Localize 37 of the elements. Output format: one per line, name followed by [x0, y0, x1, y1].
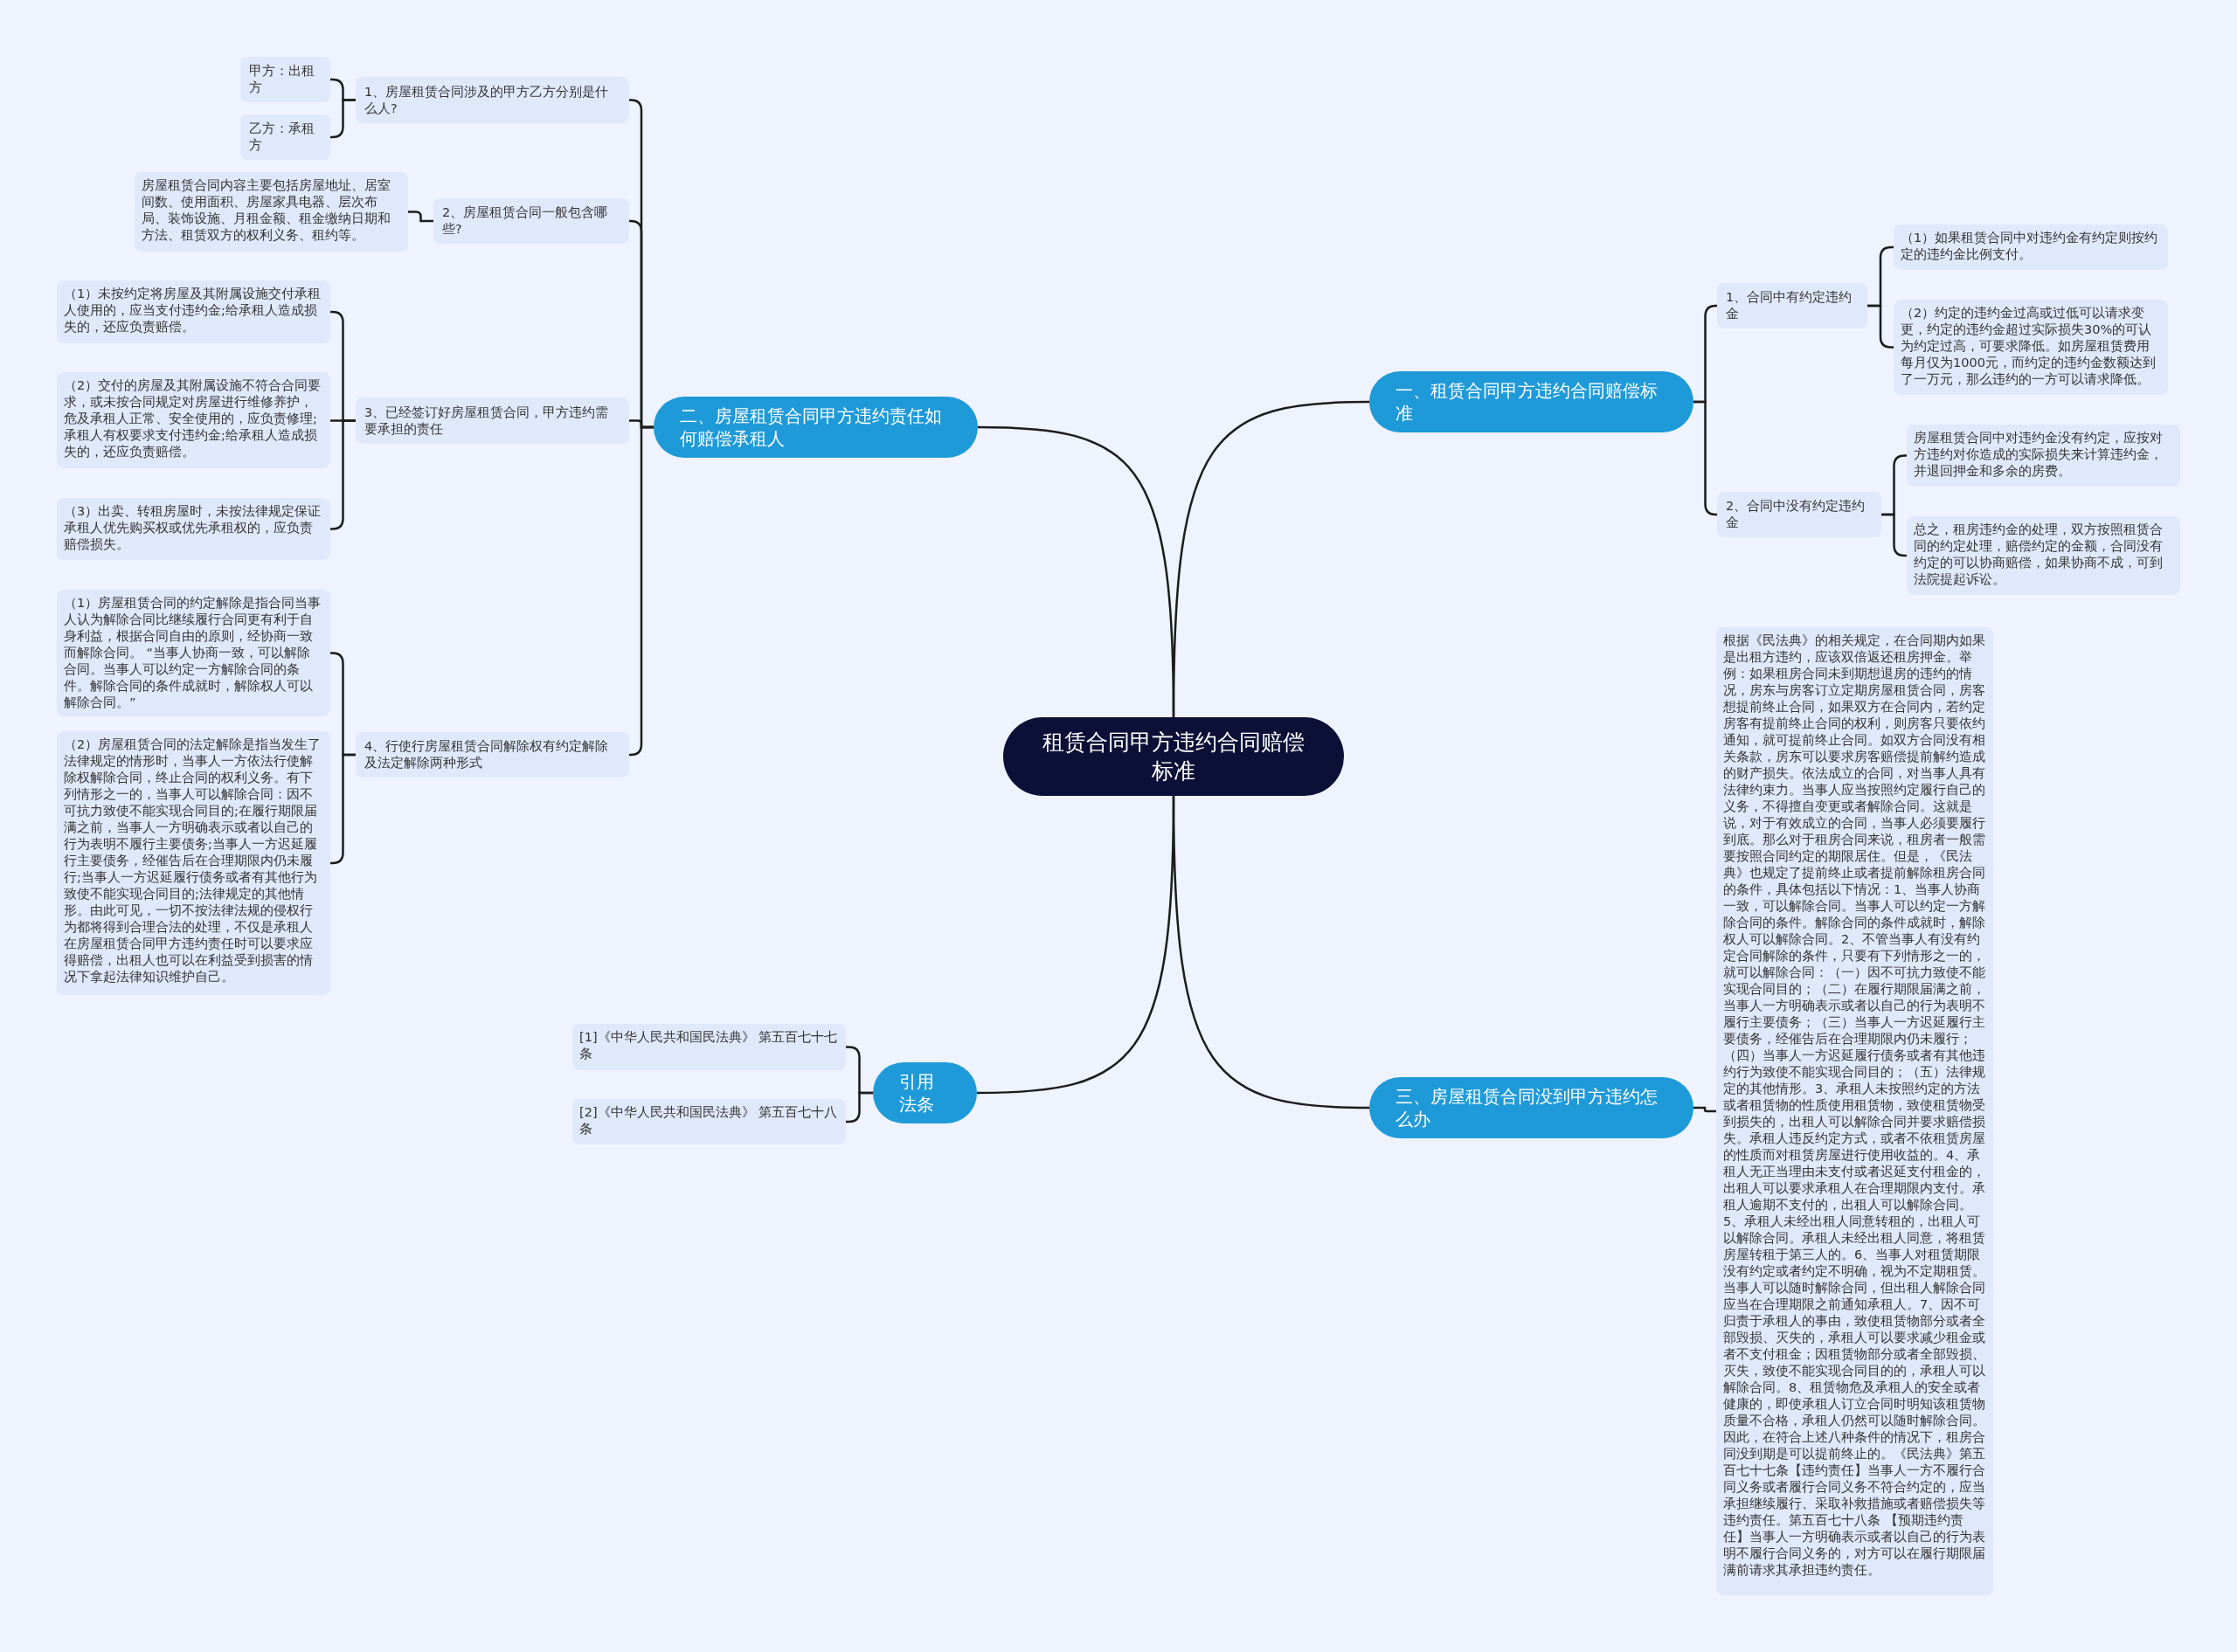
note-box: 根据《民法典》的相关规定，在合同期内如果是出租方违约，应该双倍返还租房押金。举例：如果租房合同未到期想退房的违约的情况，房东与房客订立定期房屋租赁合同，房客想提前终止合同，如果双方在合同内，若约定房客有提前终止合同的权利，则房客只要依约通知，就可提前终止合同。如双方合同没有相关条款，房东可以要求房客赔偿提前解约造成的财产损失。依法成立的合同，对当事人具有法律约束力。当事人应当按照约定履行自己的义务，不得擅自变更或者解除合同。这就是说，对于有效成立的合同，当事人必须要履行到底。那么对于租房合同来说，租房者一般需要按照合同约定的期限居住。但是，《民法典》也规定了提前终止或者提前解除租房合同的条件，具体包括以下情况：1、当事人协商一致，可以解除合同。当事人可以约定一方解除合同的条件。解除合同的条件成就时，解除权人可以解除合同。2、不管当事人有没有约定合同解除的条件，只要有下列情形之一的，就可以解除合同：（一）因不可抗力致使不能实现合同目的；（二）在履行期限届满之前，当事人一方明确表示或者以自己的行为表明不履行主要债务；（三）当事人一方迟延履行主要债务，经催告后在合理期限内仍未履行；（四）当事人一方迟延履行债务或者有其他违约行为致使不能实现合同目的；（五）法律规定的其他情形。3、承租人未按照约定的方法或者租赁物的性质使用租赁物，致使租赁物受到损失的，出租人可以解除合同并要求赔偿损失。承租人违反约定方式，或者不依租赁房屋的性质而对租赁房屋进行使用收益的。4、承租人无正当理由未支付或者迟延支付租金的，出租人可以要求承租人在合理期限内支付。承租人逾期不支付的，出租人可以解除合同。5、承租人未经出租人同意转租的，出租人可以解除合同。承租人未经出租人同意，将租赁房屋转租于第三人的。6、当事人对租赁期限没有约定或者约定不明确，视为不定期租赁。当事人可以随时解除合同，但出租人解除合同应当在合理期限之前通知承租人。7、因不可归责于承租人的事由，致使租赁物部分或者全部毁损、灭失的，承租人可以要求减少租金或者不支付租金；因租赁物部分或者全部毁损、灭失，致使不能实现合同目的的，承租人可以解除合同。8、租赁物危及承租人的安全或者健康的，即使承租人订立合同时明知该租赁物质量不合格，承租人仍然可以随时解除合同。因此，在符合上述八种条件的情况下，租房合同没到期是可以提前终止的。《民法典》第五百七十七条【违约责任】当事人一方不履行合同义务或者履行合同义务不符合约定的，应当承担继续履行、采取补救措施或者赔偿损失等违约责任。第五百七十八条 【预期违约责任】当事人一方明确表示或者以自己的行为表明不履行合同义务的，对方可以在履行期限届满前请求其承担违约责任。 — [1716, 627, 1993, 1595]
note-box: （2）约定的违约金过高或过低可以请求变更，约定的违约金超过实际损失30%的可认为约定过高，可要求降低。如房屋租赁费用每月仅为1000元，而约定的违约金数额达到了一万元，那么违约的一方可以请求降低。 — [1894, 300, 2168, 395]
note-box: 房屋租赁合同内容主要包括房屋地址、居室间数、使用面积、房屋家具电器、层次布局、装饰设施、月租金额、租金缴纳日期和方法、租赁双方的权利义务、租约等。 — [135, 172, 408, 252]
connector-line — [330, 419, 356, 530]
branch-topic: 一、租赁合同甲方违约合同赔偿标准 — [1369, 371, 1693, 432]
note-box: （2）房屋租赁合同的法定解除是指当发生了法律规定的情形时，当事人一方依法行使解除权解除合同，终止合同的权利义务。有下列情形之一的，当事人可以解除合同：因不可抗力致使不能实现合同目的;在履行期限届满之前，当事人一方明确表示或者以自己的行为表明不履行主要债务;当事人一方迟延履行主要债务，经催告后在合理期限内仍未履行;当事人一方迟延履行债务或者有其他行为致使不能实现合同目的;法律规定的其他情形。由此可见，一切不按法律法规的侵权行为都将得到合理合法的处理，不仅是承租人在房屋租赁合同甲方违约责任时可以要求应得赔偿，出租人也可以在利益受到损害的情况下拿起法律知识维护自己。 — [57, 731, 330, 995]
subtopic-box: 2、合同中没有约定违约金 — [1717, 492, 1881, 537]
central-topic: 租赁合同甲方违约合同赔偿标准 — [1003, 717, 1344, 796]
branch-topic: 引用法条 — [873, 1062, 977, 1123]
note-box: 房屋租赁合同中对违约金没有约定，应按对方违约对你造成的实际损失来计算违约金，并退回押金和多余的房费。 — [1907, 425, 2180, 487]
connector-line — [330, 753, 356, 865]
connector-line — [1693, 1106, 1716, 1113]
branch-topic: 三、房屋租赁合同没到甲方违约怎么办 — [1369, 1077, 1693, 1138]
connector-line — [408, 211, 433, 223]
subtopic-box: 乙方：承租方 — [240, 114, 330, 160]
note-box: [1]《中华人民共和国民法典》 第五百七十七条 — [572, 1024, 846, 1070]
subtopic-box: 4、行使行房屋租赁合同解除权有约定解除及法定解除两种形式 — [356, 732, 629, 778]
connector-line — [330, 99, 356, 139]
subtopic-box: 3、已经签订好房屋租赁合同，甲方违约需要承担的责任 — [356, 397, 629, 444]
branch-topic: 二、房屋租赁合同甲方违约责任如何赔偿承租人 — [654, 397, 978, 458]
connector-line — [1881, 513, 1907, 557]
note-box: （3）出卖、转租房屋时，未按法律规定保证承租人优先购买权或优先承租权的，应负责赔偿损失。 — [57, 498, 330, 560]
note-box: （2）交付的房屋及其附属设施不符合合同要求，或未按合同规定对房屋进行维修养护，危及承租人正常、安全使用的，应负责修理;承租人有权要求支付违约金;给承租人造成损失的，还应负责赔偿。 — [57, 372, 330, 468]
subtopic-box: 1、房屋租赁合同涉及的甲方乙方分别是什么人? — [356, 77, 629, 123]
connector-line — [846, 1091, 873, 1123]
subtopic-box: 甲方：出租方 — [240, 57, 330, 102]
subtopic-box: 2、房屋租赁合同一般包含哪些? — [433, 198, 629, 244]
subtopic-box: 1、合同中有约定违约金 — [1717, 283, 1867, 328]
note-box: （1）如果租赁合同中对违约金有约定则按约定的违约金比例支付。 — [1894, 225, 2168, 270]
note-box: （1）未按约定将房屋及其附属设施交付承租人使用的，应当支付违约金;给承租人造成损失的，还应负责赔偿。 — [57, 280, 330, 343]
connector-line — [976, 796, 1175, 1095]
note-box: （1）房屋租赁合同的约定解除是指合同当事人认为解除合同比继续履行合同更有利于自身利益，根据合同自由的原则，经协商一致而解除合同。 “当事人协商一致，可以解除合同。当事人可以约定一方解除合同的条件。解除合同的条件成就时，解除权人可以解除合同。” — [57, 590, 330, 716]
connector-line — [1867, 304, 1894, 349]
connector-line — [1693, 400, 1718, 516]
connector-line — [977, 425, 1175, 717]
note-box: 总之，租房违约金的处理，双方按照租赁合同的约定处理，赔偿约定的金额，合同没有约定的可以协商赔偿，如果协商不成，可到法院提起诉讼。 — [1907, 516, 2180, 595]
note-box: [2]《中华人民共和国民法典》 第五百七十八条 — [572, 1099, 846, 1144]
